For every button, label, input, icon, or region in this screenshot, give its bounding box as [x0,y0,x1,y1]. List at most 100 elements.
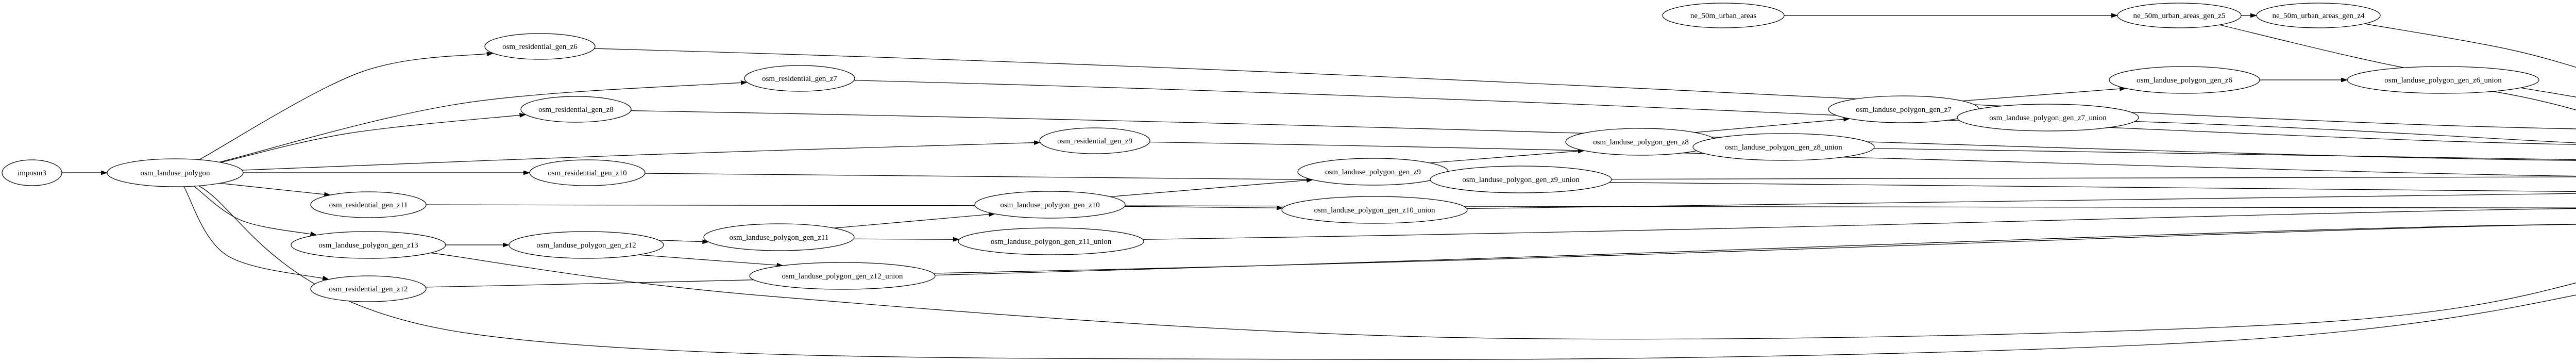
edge-osm-landuse-polygon-gen-z6-union-to-layer-z6 [2493,91,2576,110]
node-shape-osm-residential-gen-z9 [1039,127,1150,154]
node-shape-osm-landuse-polygon-gen-z8-union [1692,133,1875,161]
node-label-osm-residential-gen-z8: osm_residential_gen_z8 [538,106,614,114]
node-shape-osm-landuse-polygon-gen-z10-union [1281,196,1468,224]
edge-osm-landuse-polygon-gen-z7-union-to-layer-z7 [2134,121,2576,143]
node-osm-landuse-polygon-gen-z9: osm_landuse_polygon_gen_z9 [1297,158,1449,186]
node-osm-landuse-polygon-gen-z12: osm_landuse_polygon_gen_z12 [509,231,664,259]
node-osm-landuse-polygon-gen-z13: osm_landuse_polygon_gen_z13 [291,231,446,259]
node-osm-landuse-polygon: osm_landuse_polygon [107,158,244,187]
edge-osm-landuse-polygon-gen-z13-to-layer-z13 [430,252,2576,340]
node-label-osm-landuse-polygon-gen-z12-union: osm_landuse_polygon_gen_z12_union [782,272,903,281]
node-shape-osm-residential-gen-z8 [520,96,632,123]
node-label-osm-residential-gen-z6: osm_residential_gen_z6 [502,43,578,51]
node-shape-osm-landuse-polygon-gen-z9-union [1430,166,1612,193]
edge-osm-landuse-polygon-to-layer-z14 [198,185,2576,360]
edge-osm-landuse-polygon-gen-z11-to-osm-landuse-polygon-gen-z10 [834,212,996,228]
node-label-osm-landuse-polygon-gen-z10-union: osm_landuse_polygon_gen_z10_union [1314,206,1435,215]
node-osm-residential-gen-z8: osm_residential_gen_z8 [520,96,632,123]
edge-osm-landuse-polygon-gen-z7-to-osm-landuse-polygon-gen-z6 [1962,86,2127,102]
node-osm-landuse-polygon-gen-z8: osm_landuse_polygon_gen_z8 [1565,128,1717,156]
edge-osm-landuse-polygon-gen-z12-union-to-layer-z12 [933,224,2576,274]
node-label-osm-landuse-polygon-gen-z8: osm_landuse_polygon_gen_z8 [1593,138,1689,146]
node-ne-50m-urban-areas-gen-z5: ne_50m_urban_areas_gen_z5 [2117,3,2242,28]
node-label-osm-landuse-polygon-gen-z13: osm_landuse_polygon_gen_z13 [318,241,418,250]
nodes-layer: imposm3 osm_landuse_polygon osm_residentia… [2,3,2539,302]
node-shape-ne-50m-urban-areas-gen-z4 [2256,3,2381,28]
edge-osm-landuse-polygon-to-osm-landuse-polygon-gen-z13 [193,186,317,236]
node-osm-landuse-polygon-gen-z11: osm_landuse_polygon_gen_z11 [703,223,855,251]
edge-osm-landuse-polygon-to-osm-residential-gen-z11 [219,183,331,197]
node-shape-imposm3 [2,159,62,186]
node-label-osm-landuse-polygon: osm_landuse_polygon [141,169,210,177]
node-shape-osm-landuse-polygon-gen-z6-union [2347,66,2539,94]
node-osm-landuse-polygon-gen-z11-union: osm_landuse_polygon_gen_z11_union [958,227,1144,255]
node-label-osm-landuse-polygon-gen-z11-union: osm_landuse_polygon_gen_z11_union [991,238,1112,246]
node-osm-residential-gen-z10: osm_residential_gen_z10 [529,159,646,186]
node-shape-osm-residential-gen-z10 [529,159,646,186]
node-osm-landuse-polygon-gen-z6: osm_landuse_polygon_gen_z6 [2109,66,2260,94]
edge-osm-landuse-polygon-gen-z11-union-to-layer-z11 [1143,208,2576,240]
node-shape-osm-landuse-polygon-gen-z12 [509,231,664,259]
node-shape-osm-residential-gen-z11 [310,191,427,218]
node-label-osm-landuse-polygon-gen-z9-union: osm_landuse_polygon_gen_z9_union [1462,176,1580,184]
edges-layer [62,13,2576,360]
node-osm-landuse-polygon-gen-z6-union: osm_landuse_polygon_gen_z6_union [2347,66,2539,94]
edge-osm-landuse-polygon-gen-z12-to-osm-landuse-polygon-gen-z12-union [638,254,784,268]
node-shape-osm-landuse-polygon-gen-z7-union [1957,104,2139,131]
node-label-osm-landuse-polygon-gen-z9: osm_landuse_polygon_gen_z9 [1325,168,1421,176]
node-label-osm-residential-gen-z10: osm_residential_gen_z10 [548,169,626,177]
node-osm-landuse-polygon-gen-z7: osm_landuse_polygon_gen_z7 [1828,95,1979,123]
node-label-osm-landuse-polygon-gen-z6-union: osm_landuse_polygon_gen_z6_union [2384,76,2502,85]
node-label-ne-50m-urban-areas: ne_50m_urban_areas [1690,12,1756,20]
node-shape-osm-landuse-polygon-gen-z12-union [749,262,936,290]
node-osm-residential-gen-z12: osm_residential_gen_z12 [310,275,427,302]
edge-osm-landuse-polygon-gen-z10-to-osm-landuse-polygon-gen-z10-union [1124,205,1283,210]
node-osm-residential-gen-z11: osm_residential_gen_z11 [310,191,427,218]
node-shape-osm-residential-gen-z7 [744,65,855,92]
node-osm-landuse-polygon-gen-z12-union: osm_landuse_polygon_gen_z12_union [749,262,936,290]
node-shape-osm-residential-gen-z12 [310,275,427,302]
node-label-osm-landuse-polygon-gen-z8-union: osm_landuse_polygon_gen_z8_union [1725,143,1842,152]
edge-osm-residential-gen-z9-to-layer-z9 [1149,141,2576,177]
edge-osm-landuse-polygon-to-osm-residential-gen-z9 [242,140,1041,171]
node-label-osm-landuse-polygon-gen-z7: osm_landuse_polygon_gen_z7 [1856,106,1952,114]
node-osm-residential-gen-z6: osm_residential_gen_z6 [484,33,596,60]
node-osm-landuse-polygon-gen-z9-union: osm_landuse_polygon_gen_z9_union [1430,166,1612,193]
node-shape-osm-landuse-polygon [107,158,244,187]
node-label-imposm3: imposm3 [18,169,46,177]
node-label-osm-landuse-polygon-gen-z10: osm_landuse_polygon_gen_z10 [1000,201,1099,209]
node-label-osm-landuse-polygon-gen-z11: osm_landuse_polygon_gen_z11 [730,234,829,242]
edge-osm-landuse-polygon-gen-z10-to-osm-landuse-polygon-gen-z9 [1110,178,1314,198]
node-ne-50m-urban-areas: ne_50m_urban_areas [1662,3,1785,28]
node-imposm3: imposm3 [2,159,62,186]
node-shape-osm-landuse-polygon-gen-z6 [2109,66,2260,94]
node-shape-osm-landuse-polygon-gen-z13 [291,231,446,259]
node-osm-landuse-polygon-gen-z7-union: osm_landuse_polygon_gen_z7_union [1957,104,2139,131]
node-label-ne-50m-urban-areas-gen-z4: ne_50m_urban_areas_gen_z4 [2272,12,2365,20]
node-shape-osm-landuse-polygon-gen-z11-union [958,227,1144,255]
edge-osm-landuse-polygon-to-osm-residential-gen-z6 [199,52,494,160]
edge-osm-landuse-polygon-to-osm-residential-gen-z7 [219,80,748,162]
node-label-ne-50m-urban-areas-gen-z5: ne_50m_urban_areas_gen_z5 [2133,12,2225,20]
node-shape-ne-50m-urban-areas-gen-z5 [2117,3,2242,28]
node-osm-residential-gen-z9: osm_residential_gen_z9 [1039,127,1150,154]
node-shape-osm-residential-gen-z6 [484,33,596,60]
edge-osm-landuse-polygon-gen-z12-to-osm-landuse-polygon-gen-z11 [658,239,709,244]
edge-osm-landuse-polygon-gen-z9-to-osm-landuse-polygon-gen-z8 [1430,149,1585,163]
node-label-osm-residential-gen-z7: osm_residential_gen_z7 [762,75,837,83]
node-shape-osm-landuse-polygon-gen-z11 [703,223,855,251]
node-label-osm-landuse-polygon-gen-z6: osm_landuse_polygon_gen_z6 [2137,76,2232,85]
node-shape-ne-50m-urban-areas [1662,3,1785,28]
edge-osm-landuse-polygon-to-osm-residential-gen-z8 [221,113,527,163]
node-osm-landuse-polygon-gen-z10-union: osm_landuse_polygon_gen_z10_union [1281,196,1468,224]
node-label-osm-residential-gen-z9: osm_residential_gen_z9 [1057,137,1132,145]
edge-osm-landuse-polygon-to-osm-residential-gen-z12 [183,186,330,281]
edge-osm-residential-gen-z8-to-layer-z8 [631,110,2576,161]
edge-osm-landuse-polygon-gen-z9-union-to-layer-z9 [1611,176,2576,180]
node-label-osm-residential-gen-z12: osm_residential_gen_z12 [329,285,408,293]
node-shape-osm-landuse-polygon-gen-z10 [974,191,1126,219]
node-label-osm-residential-gen-z11: osm_residential_gen_z11 [329,201,408,209]
